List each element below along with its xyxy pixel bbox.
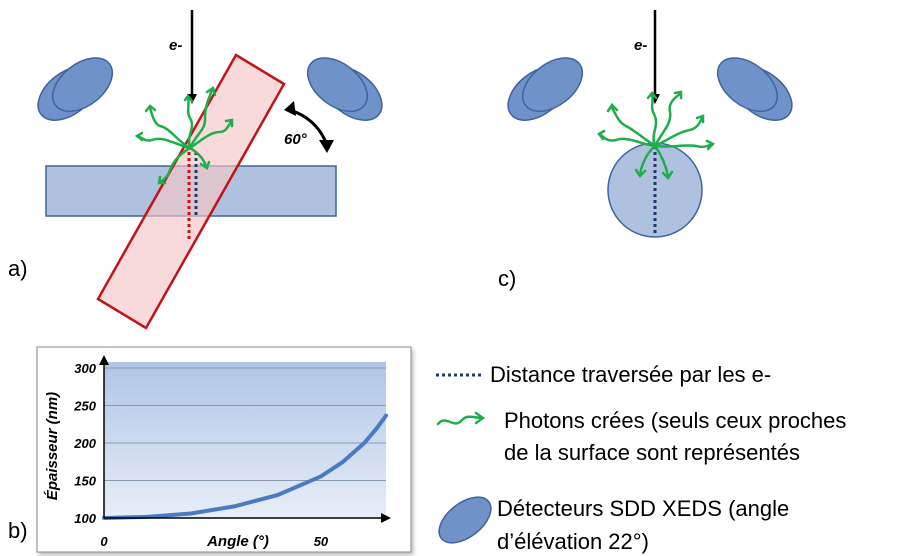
panel-c: e- c) (498, 10, 793, 291)
x-tick-labels: 0 50 (100, 534, 329, 549)
legend-photon-icon (436, 411, 486, 426)
panel-b: 100 150 200 250 300 0 50 Angle (°) Épaisseur … (8, 346, 412, 553)
y-axis-title: Épaisseur (nm) (44, 392, 61, 500)
legend-detectors-text-1: Détecteurs SDD XEDS (angle (497, 496, 789, 521)
y-tick-label: 150 (74, 474, 96, 489)
photon-arrows-a (134, 86, 234, 185)
legend-photons-text-2: de la surface sont représentés (504, 440, 800, 465)
rotation-label: 60° (284, 131, 308, 148)
y-tick-label: 250 (73, 399, 96, 414)
panel-label-a: a) (8, 256, 28, 281)
detector-icon-left-c (507, 57, 584, 121)
y-tick-label: 100 (74, 511, 96, 526)
series-line (102, 413, 388, 520)
legend-distance-text: Distance traversée par les e- (490, 362, 771, 387)
plot-area (104, 362, 386, 518)
x-axis-title: Angle (°) (206, 533, 269, 550)
detector-icon-right (306, 57, 383, 121)
tilted-sample (96, 53, 286, 330)
panel-label-b: b) (8, 518, 28, 543)
panel-a: e- 60° a) (8, 10, 383, 330)
legend-detectors-text-2: d’élévation 22°) (497, 529, 649, 554)
beam-label-a: e- (169, 37, 182, 54)
chart-gridlines (104, 367, 386, 481)
detector-icon-right-c (716, 57, 793, 121)
legend-detector-icon (438, 496, 492, 544)
y-tick-label: 300 (74, 361, 96, 376)
rotation-arrowhead-top (284, 101, 296, 116)
x-tick-label: 50 (314, 534, 329, 549)
x-tick-label: 0 (100, 534, 108, 549)
photon-arrows-c (597, 90, 716, 180)
y-tick-label: 200 (73, 436, 96, 451)
legend-photons-text-1: Photons crées (seuls ceux proches (504, 408, 846, 433)
detector-icon-left (37, 57, 114, 121)
beam-label-c: e- (634, 37, 647, 54)
legend: Distance traversée par les e- Photons cr… (436, 362, 846, 554)
rotation-arrowhead-bottom (319, 140, 334, 153)
panel-label-c: c) (498, 266, 516, 291)
y-tick-labels: 100 150 200 250 300 (73, 361, 96, 526)
